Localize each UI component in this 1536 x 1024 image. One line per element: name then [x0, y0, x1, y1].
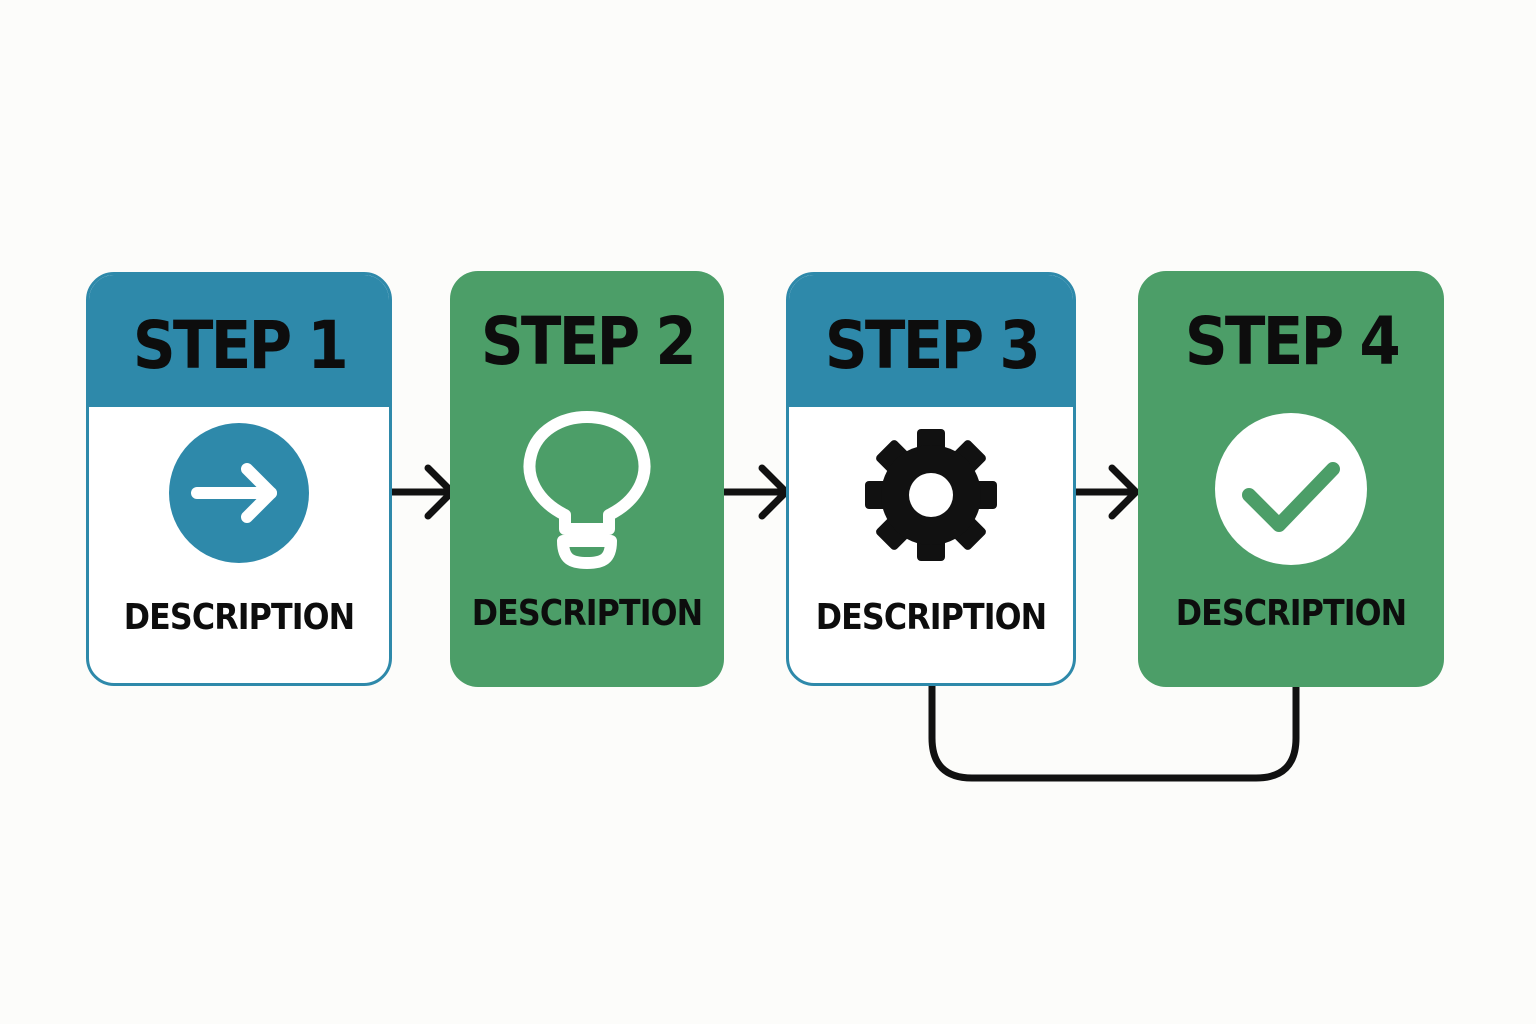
- step-3-header: STEP 3: [789, 275, 1073, 407]
- step-2-header: STEP 2: [450, 271, 724, 403]
- step-1-header: STEP 1: [89, 275, 389, 407]
- step-2-description: DESCRIPTION: [471, 593, 703, 634]
- step-4-header: STEP 4: [1138, 271, 1444, 403]
- step-1-description: DESCRIPTION: [123, 597, 355, 638]
- loop-line-step3-to-step4: [928, 682, 1300, 782]
- step-4-description: DESCRIPTION: [1175, 593, 1407, 634]
- arrow-right-circle-icon: [159, 415, 319, 575]
- step-1-card: STEP 1 DESCRIPTION: [86, 272, 392, 686]
- step-3-title: STEP 3: [824, 306, 1040, 384]
- step-4-card: STEP 4 DESCRIPTION: [1138, 271, 1444, 687]
- step-4-title: STEP 4: [1184, 302, 1400, 380]
- arrow-step2-to-step3: [720, 464, 790, 520]
- checkmark-circle-icon: [1211, 411, 1371, 571]
- gear-icon: [851, 415, 1011, 575]
- step-3-description: DESCRIPTION: [815, 597, 1047, 638]
- lightbulb-icon: [507, 411, 667, 571]
- step-1-title: STEP 1: [132, 306, 348, 384]
- step-2-card: STEP 2 DESCRIPTION: [450, 271, 724, 687]
- arrow-step1-to-step2: [384, 464, 456, 520]
- arrow-step3-to-step4: [1070, 464, 1140, 520]
- step-2-title: STEP 2: [480, 302, 696, 380]
- step-3-card: STEP 3 DESCRIPTION: [786, 272, 1076, 686]
